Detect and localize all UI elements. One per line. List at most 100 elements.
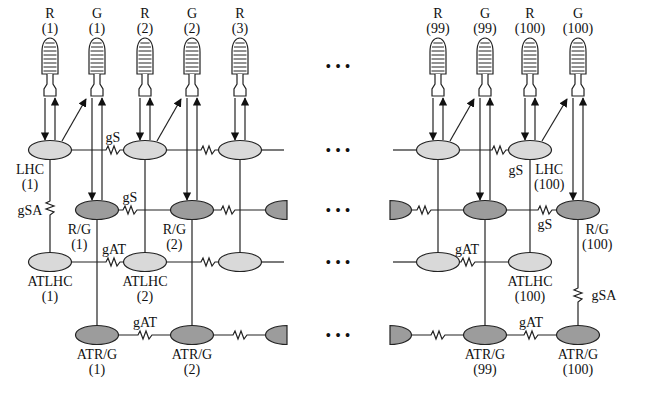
conductance-label: gS (508, 163, 525, 178)
cell-shape (171, 201, 214, 220)
disc-stripe (234, 59, 247, 60)
signal-arrow (542, 99, 567, 141)
node-label: G (1) (89, 6, 105, 36)
wire (191, 220, 192, 326)
lhc-cell (417, 141, 460, 160)
disc-stripe (91, 55, 104, 56)
cone-pedicle (186, 74, 198, 96)
conductance-label: gAT (101, 242, 127, 257)
cell-ellipse: ATLHC (1) (28, 252, 72, 272)
cell-outline (556, 200, 600, 220)
cone-outline (38, 38, 62, 96)
wire (72, 258, 124, 266)
conductance-label: gSA (17, 203, 44, 218)
cell-ellipse: ATR/G (99) (463, 325, 507, 345)
disc-stripe (524, 71, 537, 72)
signal-arrow (139, 98, 140, 140)
disc-stripe (432, 55, 445, 56)
node-label: R (99) (426, 6, 449, 36)
lhc-cell (219, 141, 262, 160)
disc-stripe (139, 47, 151, 48)
disc-stripe (44, 67, 57, 68)
disc-stripe (572, 47, 584, 48)
cell-outline (28, 140, 72, 160)
disc-stripe (479, 47, 491, 48)
signal-arrow (101, 98, 102, 200)
resistor-symbol (460, 258, 508, 266)
disc-stripe (187, 43, 196, 44)
disc-stripe (432, 63, 445, 64)
disc-stripe (92, 43, 101, 44)
node-label: G (99) (473, 6, 496, 36)
cell-ellipse: ATR/G (1) (75, 325, 119, 345)
cone-outer-segment (570, 38, 586, 74)
disc-stripe (186, 47, 198, 48)
signal-arrow (450, 99, 474, 141)
disc-stripe (479, 55, 492, 56)
cell-outline (170, 325, 214, 345)
disc-stripe (479, 51, 492, 52)
node-label: G (100) (563, 6, 593, 36)
cone-outer-segment (232, 38, 248, 74)
cell-ellipse: R/G (1) (75, 200, 119, 220)
disc-stripe (572, 55, 585, 56)
cone-outline (426, 38, 450, 96)
node-label: ATLHC (100) (507, 274, 552, 304)
signal-arrow (62, 99, 86, 141)
signal-arrow (244, 98, 245, 140)
node-label: R/G (1) (68, 222, 91, 252)
cell-shape (124, 253, 167, 272)
disc-stripe (432, 51, 445, 52)
signal-arrow (582, 98, 583, 200)
photoreceptor-cone: G (1) (85, 38, 109, 96)
cone-pedicle (524, 74, 536, 96)
cell-shape (76, 201, 119, 220)
disc-stripe (525, 43, 534, 44)
wire (529, 160, 530, 253)
cone-outline (518, 38, 542, 96)
cell-ellipse: ATR/G (2) (170, 325, 214, 345)
disc-stripe (524, 47, 536, 48)
wire (507, 331, 557, 339)
resistor-symbol (507, 206, 556, 214)
wire (119, 331, 171, 339)
disc-stripe (524, 55, 537, 56)
conductance-label: gSA (591, 288, 618, 303)
disc-stripe (432, 71, 445, 72)
cone-pedicle (44, 74, 56, 96)
conductance-label: gAT (454, 242, 480, 257)
at-rg-cell-partial (266, 326, 288, 345)
disc-stripe (432, 59, 445, 60)
disc-stripe (91, 71, 104, 72)
cell-outline (508, 252, 552, 272)
signal-arrow (196, 98, 197, 200)
node-label: ATR/G (1) (77, 347, 117, 377)
cell-shape (464, 326, 507, 345)
conductance-label: gAT (132, 315, 158, 330)
cell-shape (29, 141, 72, 160)
ellipsis-dots: • • • (325, 255, 352, 270)
disc-stripe (572, 71, 585, 72)
cone-pedicle (91, 74, 103, 96)
cell-outline (123, 252, 167, 272)
ellipsis-dots: • • • (325, 143, 352, 158)
node-label: R (1) (42, 6, 58, 36)
node-label: R/G (2) (163, 222, 186, 252)
cell-outline (170, 200, 214, 220)
disc-stripe (573, 43, 582, 44)
disc-stripe (234, 63, 247, 64)
cell-shape (29, 253, 72, 272)
cell-outline (75, 200, 119, 220)
wire (262, 149, 284, 150)
conductance-label: gS (537, 217, 554, 232)
node-label: LHC (100) (534, 162, 564, 192)
signal-arrow (534, 98, 535, 140)
cell-ellipse: ATLHC (100) (508, 252, 552, 272)
cone-outline (473, 38, 497, 96)
wire (574, 220, 582, 326)
rg-cell-partial (266, 201, 288, 220)
disc-stripe (140, 43, 149, 44)
signal-arrow (149, 98, 150, 140)
disc-stripe (44, 51, 57, 52)
wire (144, 160, 145, 252)
